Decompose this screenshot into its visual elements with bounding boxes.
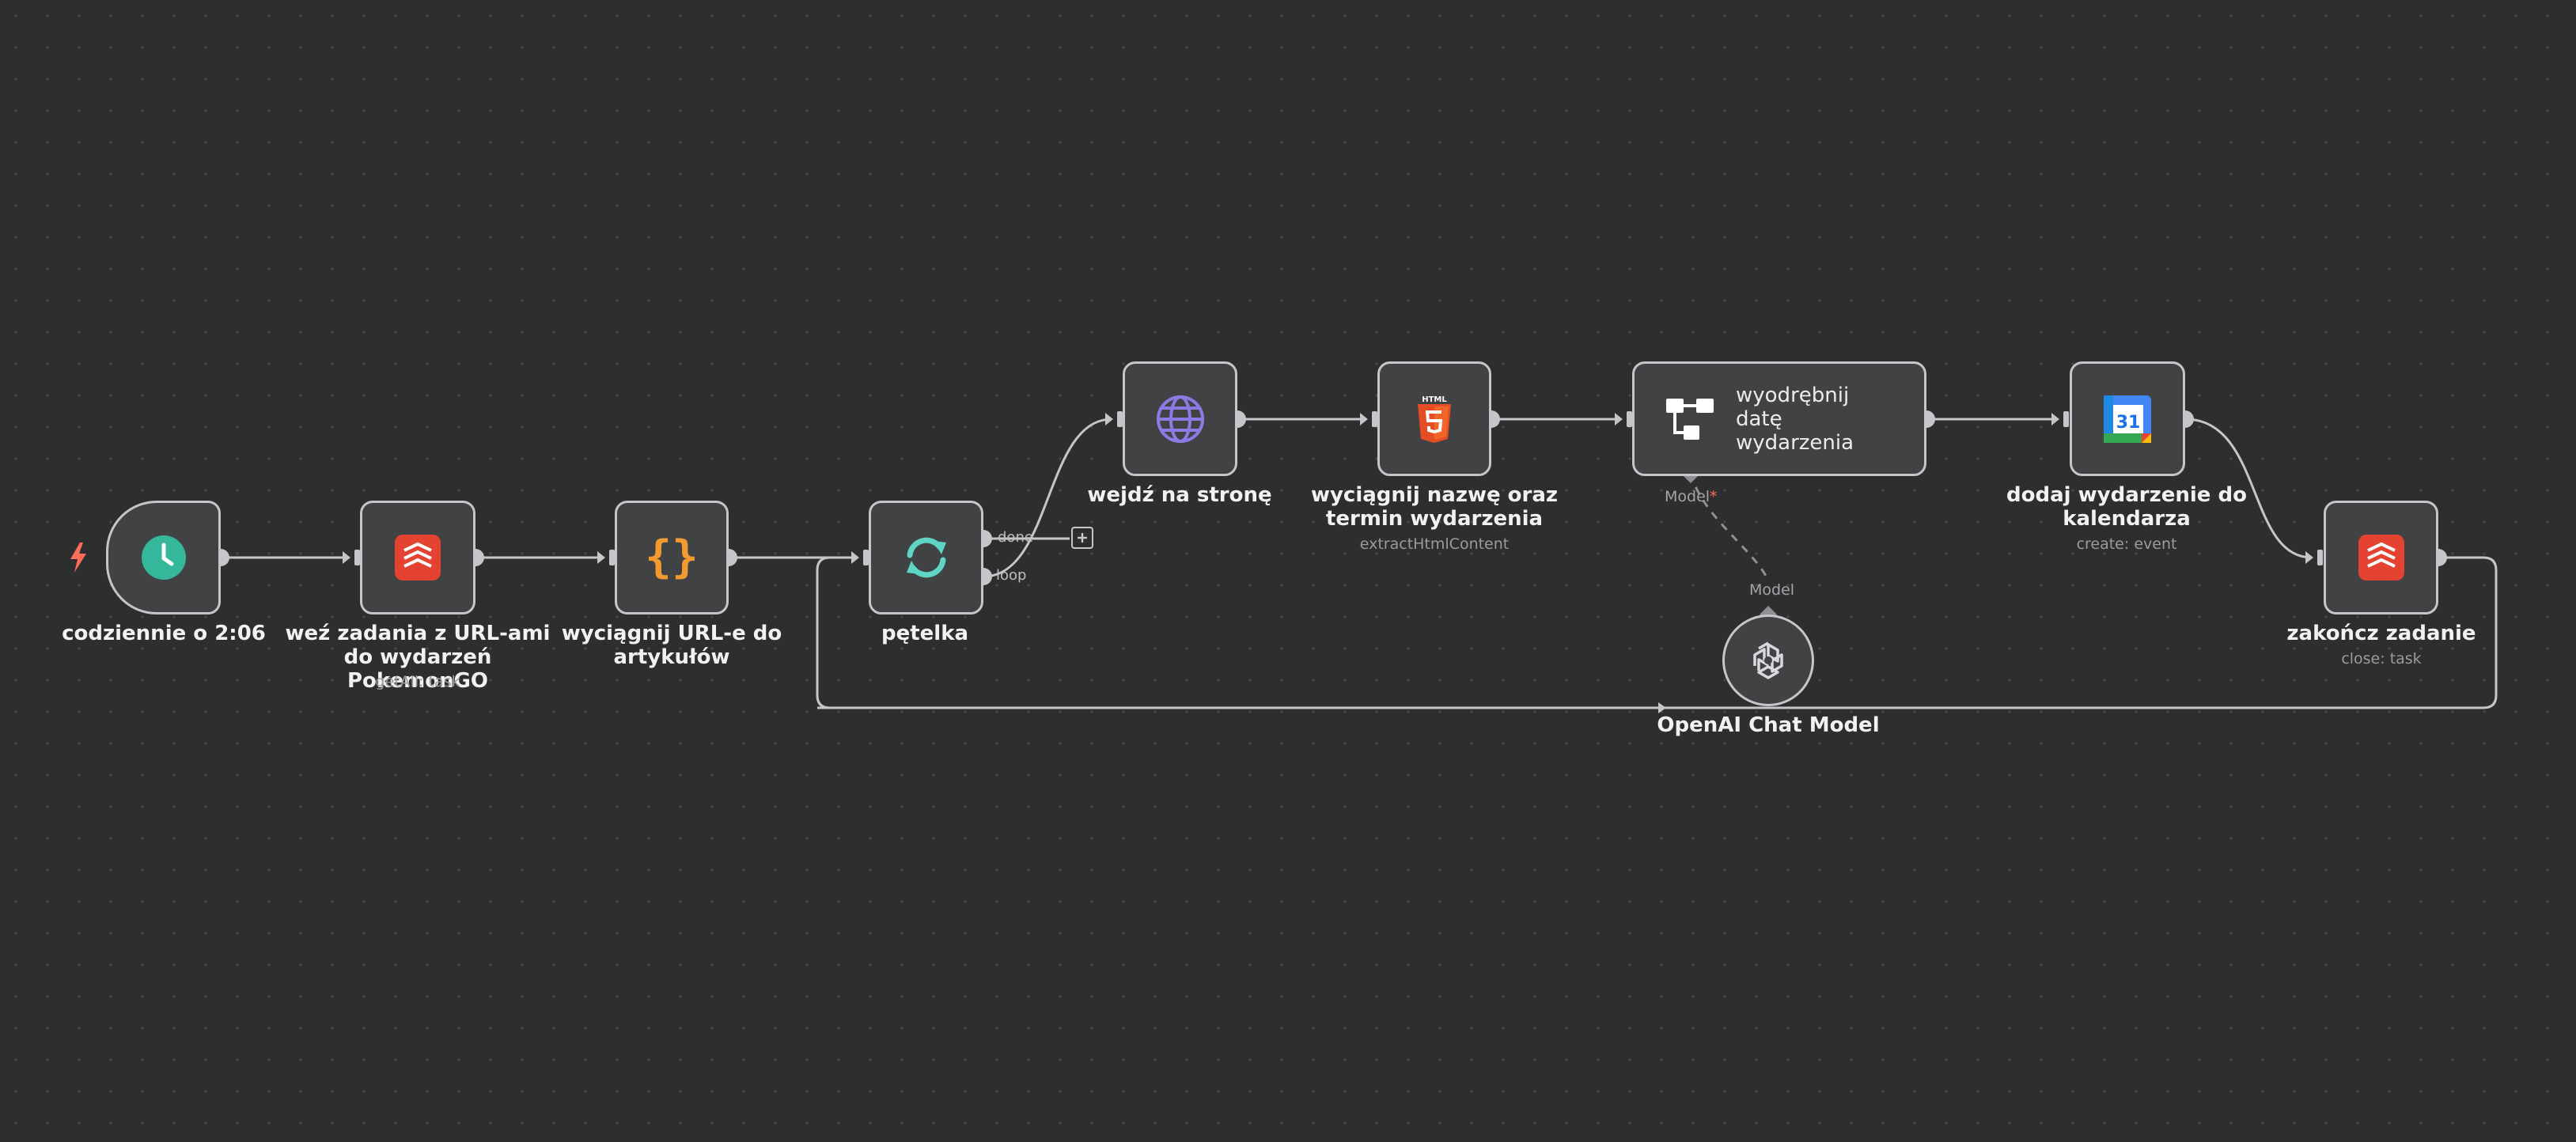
calendar-day-text: 31 — [2116, 413, 2141, 433]
node-label-extract-urls: wyciągnij URL-e do artykułów — [561, 622, 782, 669]
globe-icon — [1156, 395, 1204, 443]
input-arrow — [597, 551, 605, 564]
required-asterisk: * — [1710, 488, 1718, 505]
node-close-task[interactable] — [2324, 501, 2438, 614]
loop-icon — [906, 537, 946, 578]
input-handle-visit-page[interactable] — [1117, 411, 1123, 427]
node-label-openai: OpenAI Chat Model — [1657, 713, 1880, 737]
connection-loop-to-visit-page[interactable] — [983, 418, 1112, 578]
node-label-visit-page: wejdź na stronę — [1087, 483, 1272, 507]
connection-loop-back-line — [816, 556, 1661, 709]
todoist-icon — [395, 535, 441, 580]
model-port-label: Model* — [1665, 488, 1718, 505]
node-label-loop: pętelka — [881, 622, 969, 645]
trigger-bolt-icon[interactable] — [68, 543, 89, 576]
node-label-schedule: codziennie o 2:06 — [62, 622, 266, 645]
loop-output-done-label: done — [998, 529, 1033, 546]
node-label-get-tasks: weź zadania z URL-ami do wydarzeń Pokemo… — [285, 622, 551, 693]
node-label-extract-date: wyodrębnij datę wydarzenia — [1736, 383, 1854, 455]
input-handle-get-tasks[interactable] — [354, 550, 360, 565]
model-port-text: Model — [1665, 488, 1710, 505]
node-openai-chat-model[interactable] — [1722, 614, 1814, 706]
svg-text:HTML: HTML — [1422, 395, 1447, 404]
input-arrow — [343, 551, 350, 564]
input-arrow — [1105, 413, 1113, 425]
node-add-event[interactable]: 31 — [2070, 361, 2185, 476]
input-handle-extract-date[interactable] — [1627, 411, 1632, 427]
node-label-close-task: zakończ zadanie — [2286, 622, 2476, 645]
input-arrow — [2051, 413, 2059, 425]
input-handle-close-task[interactable] — [2317, 550, 2323, 565]
input-handle-extract-html[interactable] — [1372, 411, 1377, 427]
input-handle-extract-urls[interactable] — [609, 550, 615, 565]
add-node-plus-button[interactable] — [1071, 527, 1093, 549]
openai-model-port-label: Model — [1749, 581, 1795, 599]
input-arrow — [2305, 551, 2313, 564]
node-label-extract-html: wyciągnij nazwę oraz termin wydarzenia — [1310, 483, 1559, 531]
todoist-icon — [2358, 535, 2404, 580]
openai-icon — [1753, 641, 1783, 679]
clock-icon — [141, 535, 186, 580]
svg-text:{}: {} — [646, 532, 697, 583]
google-calendar-icon: 31 — [2104, 395, 2151, 443]
braces-icon: {} — [646, 532, 697, 583]
node-loop[interactable] — [869, 501, 983, 614]
loop-output-loop-label: loop — [996, 567, 1027, 584]
node-extract-urls[interactable]: {} — [615, 501, 729, 614]
node-schedule-trigger[interactable] — [106, 501, 221, 614]
connection-openai-to-extract-date[interactable] — [1689, 472, 1767, 577]
information-extractor-icon — [1666, 398, 1714, 440]
input-handle-add-event[interactable] — [2063, 411, 2069, 427]
input-arrow — [851, 551, 859, 564]
node-extract-date[interactable]: wyodrębnij datę wydarzenia — [1632, 361, 1926, 476]
html5-icon: HTML — [1418, 395, 1451, 443]
node-visit-page[interactable] — [1123, 361, 1237, 476]
node-get-tasks[interactable] — [360, 501, 475, 614]
node-subtitle-add-event: create: event — [2076, 535, 2177, 553]
node-subtitle-get-tasks: getAll: task — [375, 673, 460, 690]
node-subtitle-extract-html: extractHtmlContent — [1359, 535, 1510, 553]
connection-close-task-to-loop[interactable] — [817, 556, 2498, 709]
node-subtitle-close-task: close: task — [2341, 650, 2422, 667]
arrowhead — [1658, 702, 1666, 713]
input-arrow — [1360, 413, 1368, 425]
node-label-add-event: dodaj wydarzenie do kalendarza — [2006, 483, 2247, 531]
input-handle-loop[interactable] — [863, 550, 869, 565]
connection-add-event-to-close-task[interactable] — [2184, 418, 2313, 559]
plus-icon — [1078, 533, 1087, 543]
node-extract-html[interactable]: HTML — [1377, 361, 1491, 476]
input-arrow — [1615, 413, 1623, 425]
